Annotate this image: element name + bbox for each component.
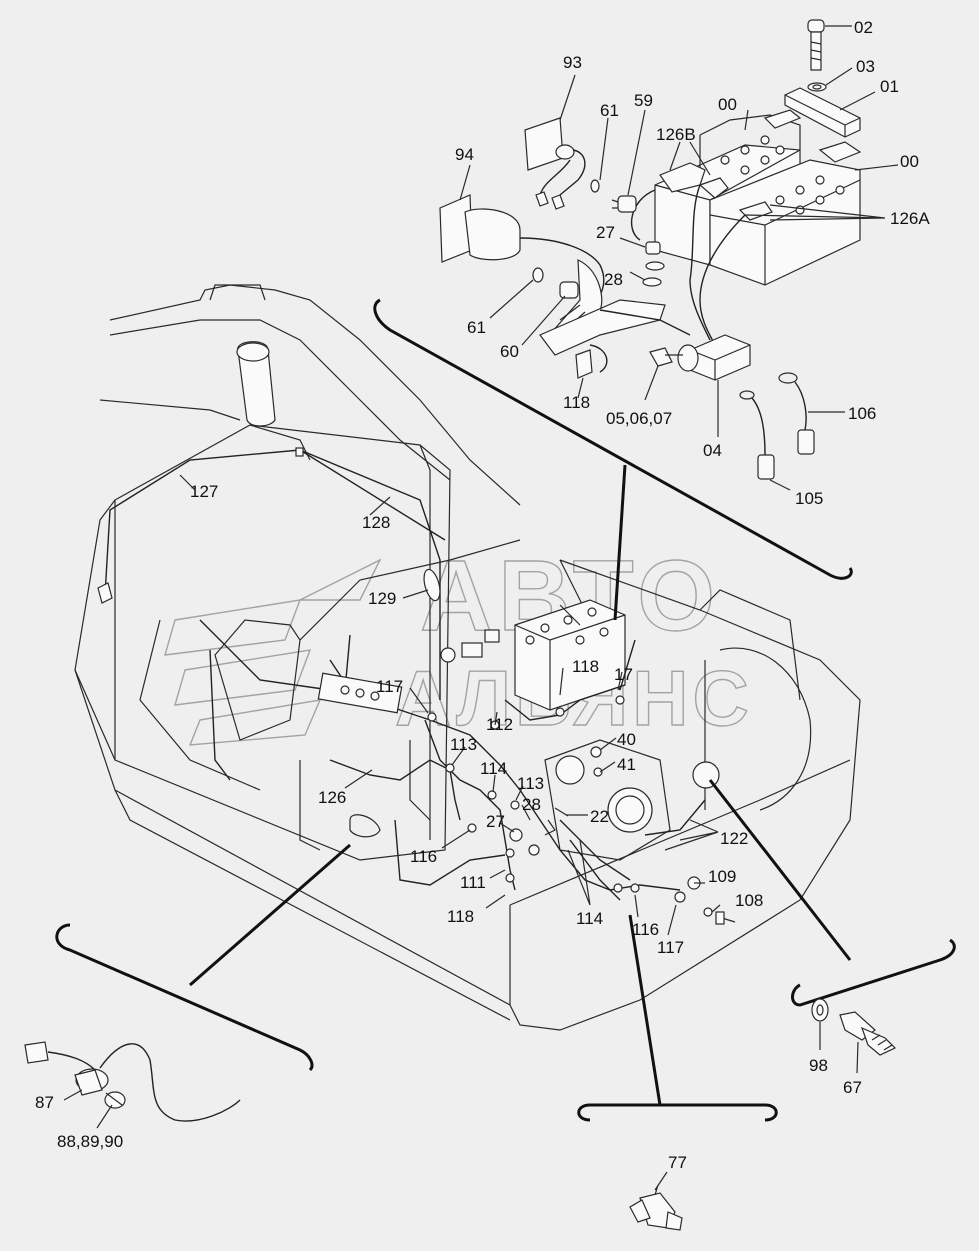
label-02: 02: [854, 18, 873, 37]
label-61-bottom: 61: [467, 318, 486, 337]
label-93: 93: [563, 53, 582, 72]
wire-harness: [97, 447, 736, 925]
label-113-a: 113: [450, 735, 477, 754]
label-118-mid: 118: [572, 657, 599, 676]
label-04: 04: [703, 441, 722, 460]
label-61-top: 61: [600, 101, 619, 120]
label-01: 01: [880, 77, 899, 96]
label-117-bottom: 117: [657, 938, 684, 957]
callout-lines: [55, 298, 956, 1122]
label-106: 106: [848, 404, 876, 423]
label-118-bottom: 118: [447, 907, 474, 926]
label-60: 60: [500, 342, 519, 361]
label-109: 109: [708, 867, 736, 886]
label-05-06-07: 05,06,07: [606, 409, 672, 428]
label-98: 98: [809, 1056, 828, 1075]
label-111: 111: [460, 873, 486, 892]
label-22: 22: [590, 807, 609, 826]
watermark: АВТО АЛЬЯНС: [164, 539, 750, 746]
label-113-b: 113: [517, 774, 544, 793]
label-116-b: 116: [632, 920, 659, 939]
label-114-b: 114: [576, 909, 603, 928]
sensor-87: [24, 1041, 241, 1122]
label-126b: 126B: [656, 125, 696, 144]
label-41: 41: [617, 755, 636, 774]
part-labels: 02 03 01 00 00 93 61 59 126B 94 27 28 12…: [35, 18, 930, 1172]
battery-on-machine: [440, 599, 626, 711]
label-126: 126: [318, 788, 346, 807]
label-114-a: 114: [480, 759, 507, 778]
machine-frame: [74, 284, 861, 1031]
label-77: 77: [668, 1153, 687, 1172]
label-17: 17: [614, 665, 633, 684]
label-108: 108: [735, 891, 763, 910]
watermark-logo: [164, 558, 382, 746]
sensor-67: [811, 998, 897, 1056]
leader-lines: [63, 25, 899, 1191]
label-112: 112: [486, 715, 513, 734]
label-28-mid: 28: [522, 795, 541, 814]
label-94: 94: [455, 145, 474, 164]
label-59: 59: [634, 91, 653, 110]
label-128: 128: [362, 513, 390, 532]
label-27-top: 27: [596, 223, 615, 242]
label-127: 127: [190, 482, 218, 501]
label-105: 105: [795, 489, 823, 508]
sensor-77: [629, 1184, 683, 1231]
label-40: 40: [617, 730, 636, 749]
label-129: 129: [368, 589, 396, 608]
label-00-a: 00: [718, 95, 737, 114]
label-126a: 126A: [890, 209, 930, 228]
label-122: 122: [720, 829, 748, 848]
label-118-top: 118: [563, 393, 590, 412]
label-117-top: 117: [376, 677, 403, 696]
label-00-b: 00: [900, 152, 919, 171]
label-116-a: 116: [410, 847, 437, 866]
label-03: 03: [856, 57, 875, 76]
label-87: 87: [35, 1093, 54, 1112]
label-28-top: 28: [604, 270, 623, 289]
label-88-89-90: 88,89,90: [57, 1132, 123, 1151]
label-27-mid: 27: [486, 812, 505, 831]
label-67: 67: [843, 1078, 862, 1097]
